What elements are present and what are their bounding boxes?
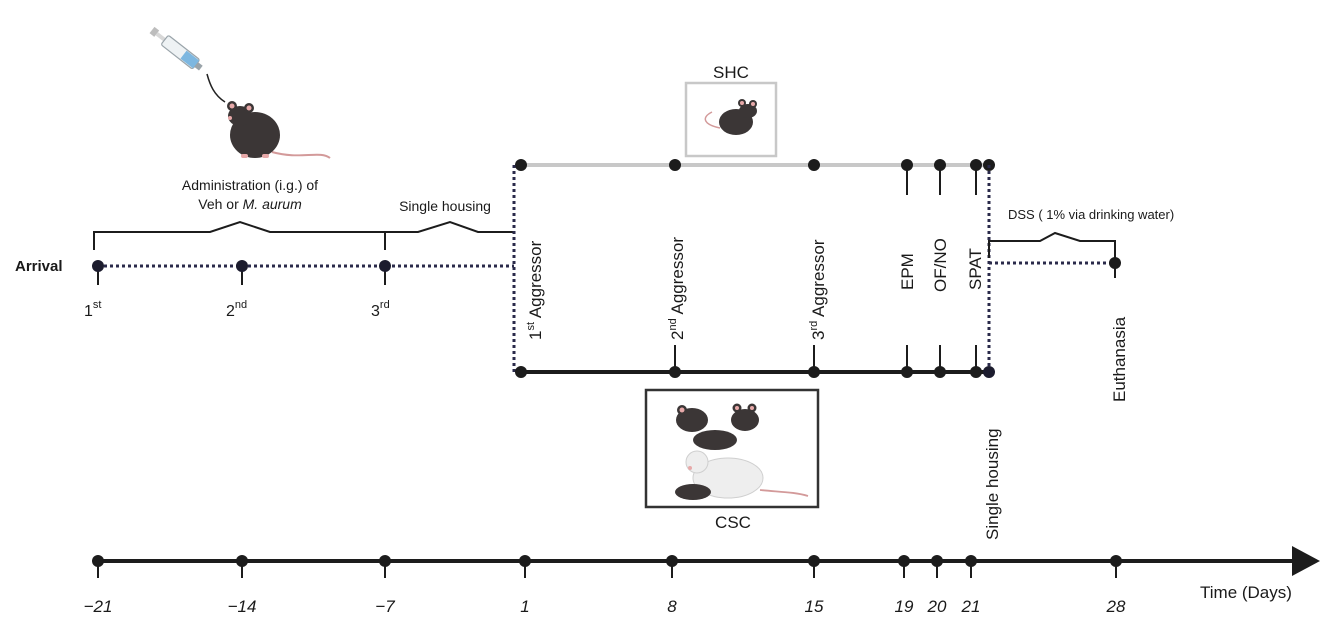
single-housing-bottom-label: Single housing (983, 428, 1002, 540)
euthanasia-label: Euthanasia (1110, 316, 1129, 402)
test-label-spat: SPAT (966, 248, 985, 290)
syringe-icon (149, 26, 226, 103)
time-axis-label: Time (Days) (1200, 583, 1292, 602)
time-axis-day-label: −7 (375, 597, 395, 616)
aggressor-label-3: 3rd Aggressor (808, 239, 828, 340)
test-label-epm: EPM (898, 253, 917, 290)
dose-label-2: 2nd (226, 299, 247, 320)
dss-brace (988, 231, 1116, 258)
time-axis-day-label: 28 (1106, 597, 1126, 616)
time-axis-point (379, 555, 391, 567)
shc-label: SHC (713, 63, 749, 82)
administration-brace (93, 220, 386, 250)
dss-label: DSS ( 1% via drinking water) (1008, 207, 1174, 222)
csc-mice-icon (675, 403, 809, 500)
arrival-label: Arrival (15, 258, 63, 275)
time-axis-day-label: 20 (927, 597, 947, 616)
time-axis-ticks: −21 −14 −7 1 8 15 19 20 21 28 (84, 555, 1126, 616)
aggressor-label-2: 2nd Aggressor (667, 237, 687, 340)
time-axis-point (1110, 555, 1122, 567)
time-axis-day-label: 1 (520, 597, 529, 616)
administration-label-line1: Administration (i.g.) of (182, 177, 318, 193)
dose-label-3: 3rd (371, 299, 390, 320)
time-axis-day-label: −21 (84, 597, 113, 616)
time-axis-day-label: 15 (805, 597, 824, 616)
time-axis-point (965, 555, 977, 567)
test-label-ofno: OF/NO (931, 238, 950, 292)
csc-label: CSC (715, 513, 751, 532)
shc-markers (515, 159, 995, 195)
time-axis-point (931, 555, 943, 567)
time-axis-day-label: 19 (895, 597, 914, 616)
time-axis-point (519, 555, 531, 567)
time-axis-arrow (1292, 546, 1320, 576)
time-axis-point (808, 555, 820, 567)
administration-label-line2: Veh or M. aurum (198, 196, 302, 212)
time-axis-day-label: 21 (961, 597, 981, 616)
time-axis-day-label: 8 (667, 597, 677, 616)
aggressor-label-1: 1st Aggressor (525, 240, 545, 340)
mouse-icon (227, 101, 331, 159)
csc-markers (515, 345, 995, 378)
dose-label-1: 1st (84, 299, 101, 320)
dose-markers (92, 260, 391, 285)
time-axis-point (898, 555, 910, 567)
time-axis-point (236, 555, 248, 567)
single-housing-top-label: Single housing (399, 198, 491, 214)
time-axis-day-label: −14 (228, 597, 257, 616)
single-housing-brace (385, 220, 514, 233)
shc-mouse-icon (704, 99, 757, 135)
time-axis-point (666, 555, 678, 567)
time-axis-point (92, 555, 104, 567)
